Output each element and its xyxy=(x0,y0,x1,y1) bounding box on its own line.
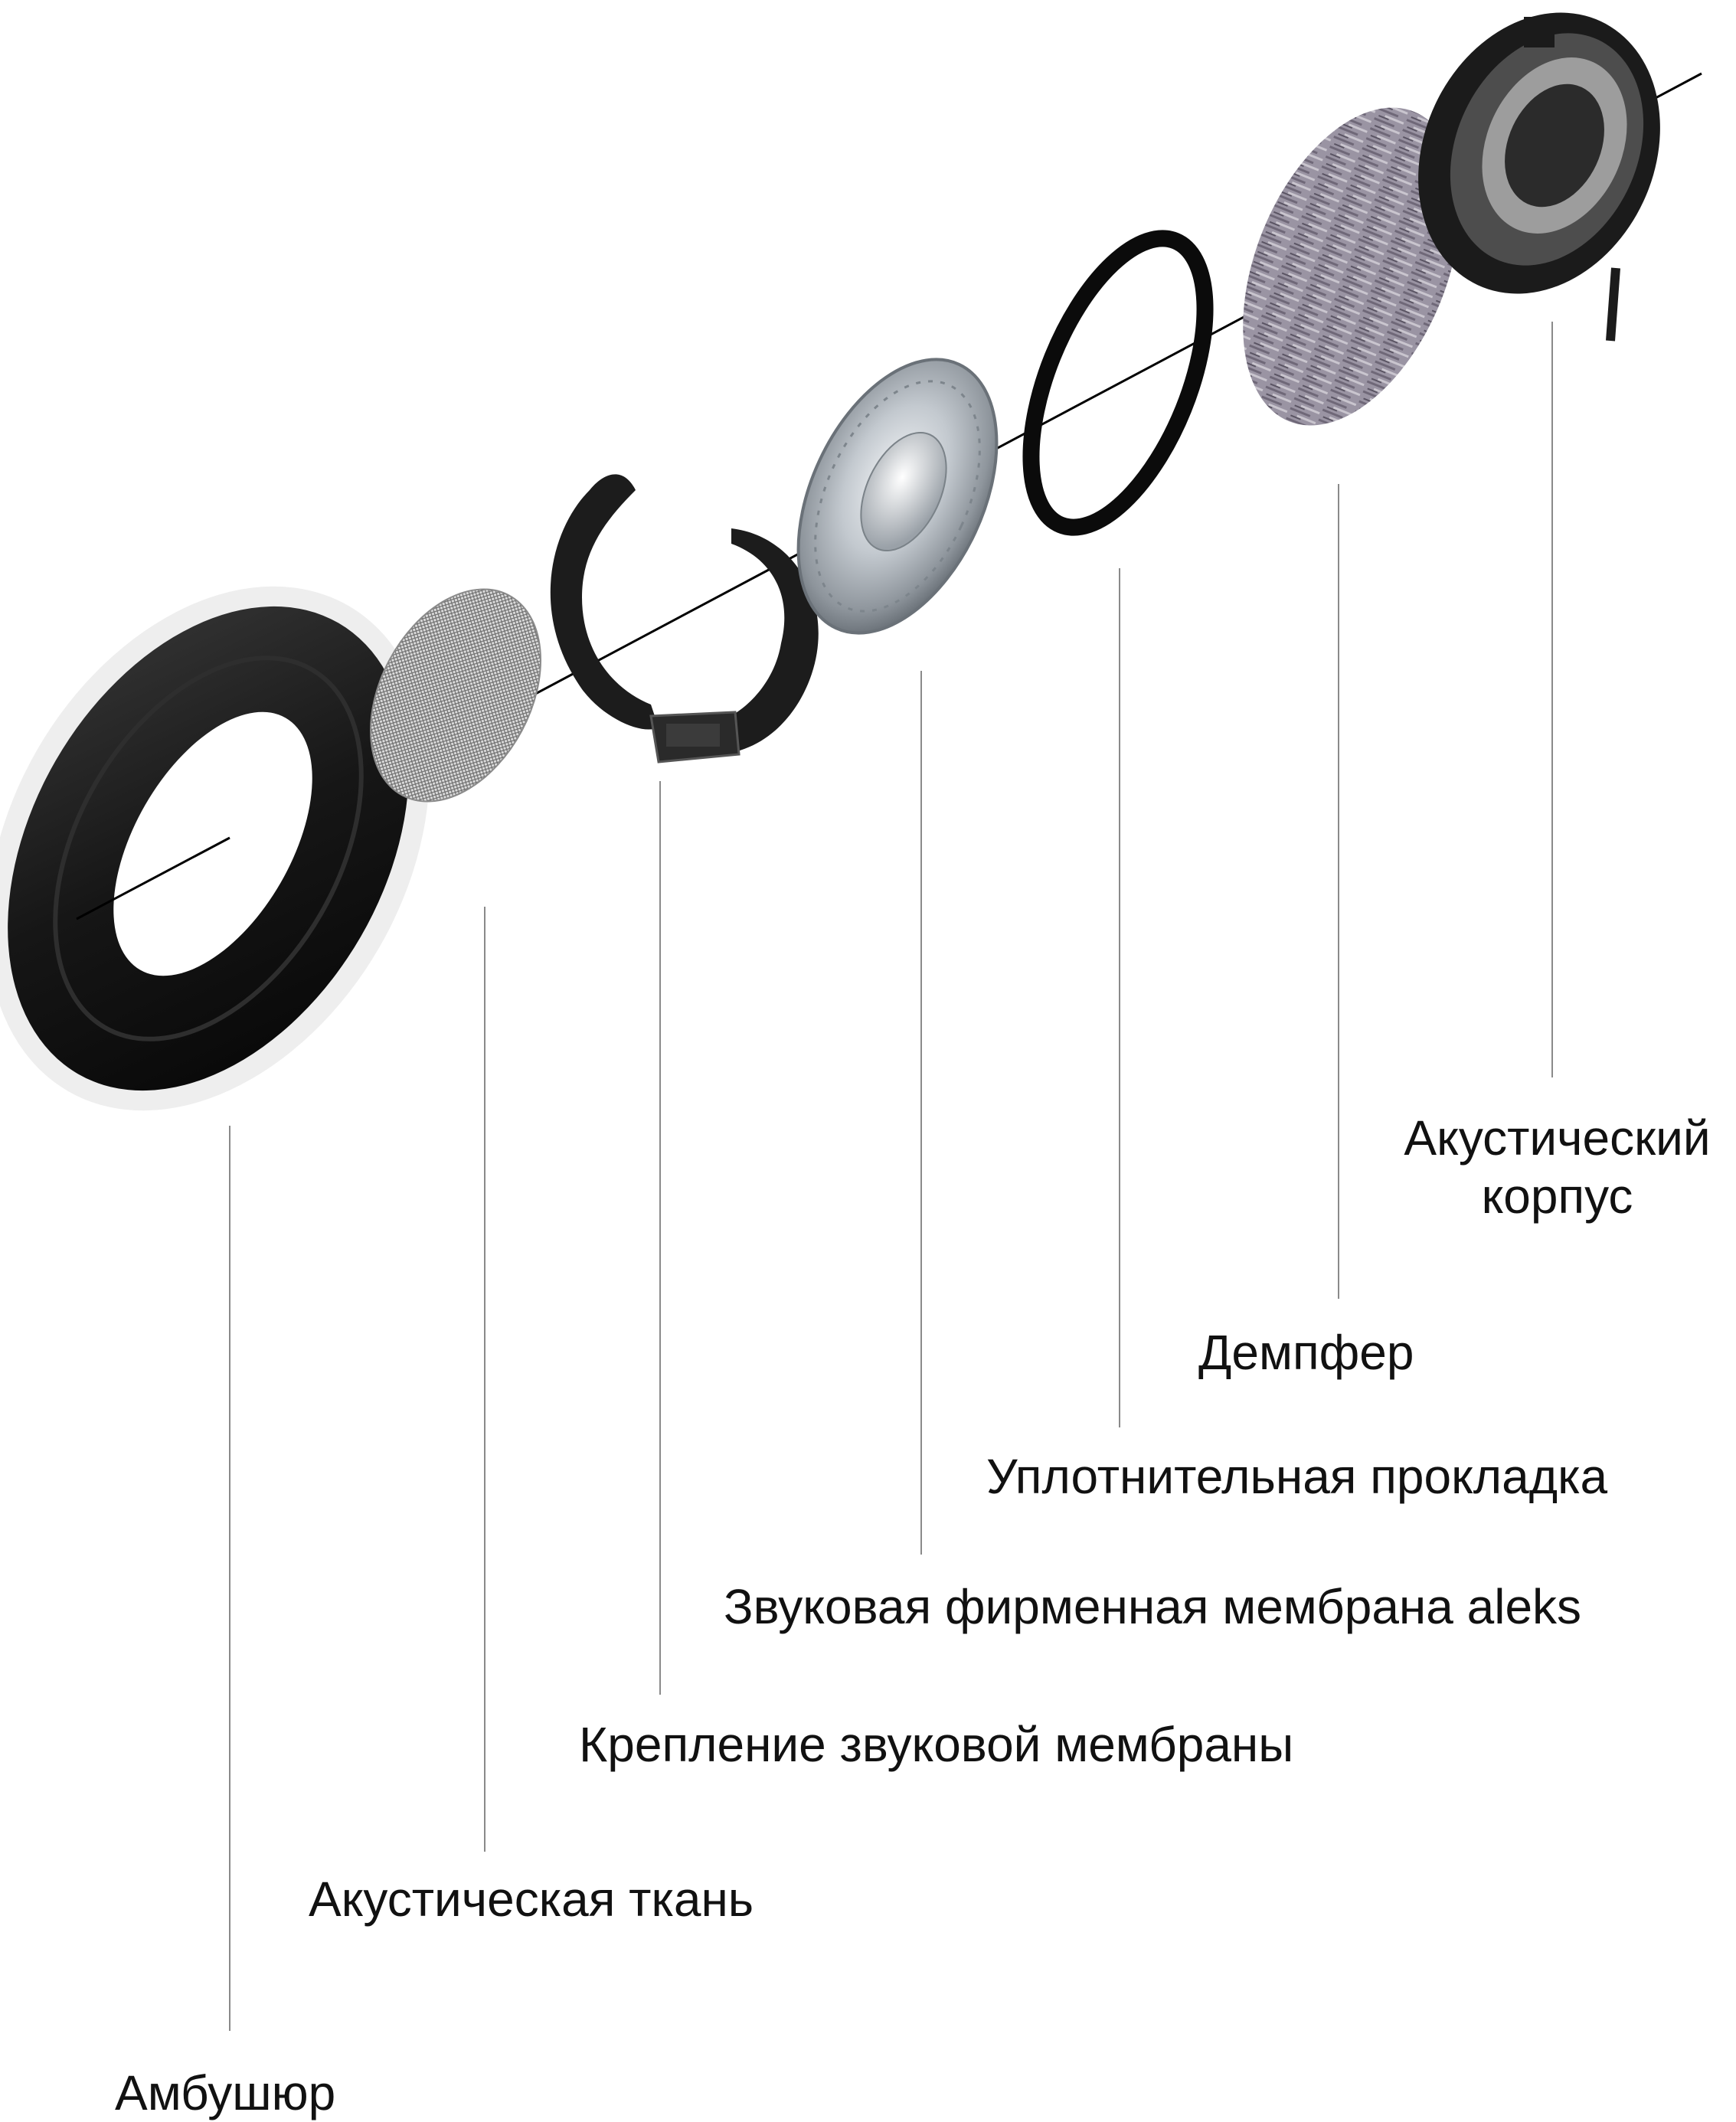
membrane-mount-part xyxy=(550,474,819,763)
label-gasket: Уплотнительная прокладка xyxy=(986,1449,1608,1504)
label-housing-line2: корпус xyxy=(1481,1169,1633,1224)
label-damper: Демпфер xyxy=(1198,1325,1414,1380)
driver-membrane-part xyxy=(796,358,999,635)
label-housing-line1: Акустический xyxy=(1404,1110,1711,1166)
acoustic-fabric-part xyxy=(370,588,541,803)
label-acoustic-fabric: Акустическая ткань xyxy=(309,1872,754,1927)
label-membrane-mount: Крепление звуковой мембраны xyxy=(579,1717,1294,1772)
acoustic-housing-part xyxy=(1418,12,1660,342)
ear-cushion-part xyxy=(0,586,430,1111)
label-housing: Акустический корпус xyxy=(1378,1109,1736,1225)
leader-lines xyxy=(229,322,1553,2031)
damper-part xyxy=(1243,107,1460,426)
gasket-ring-part xyxy=(1022,230,1214,536)
label-driver-membrane: Звуковая фирменная мембрана aleks xyxy=(724,1579,1582,1634)
label-ambushur: Амбушюр xyxy=(115,2065,336,2120)
